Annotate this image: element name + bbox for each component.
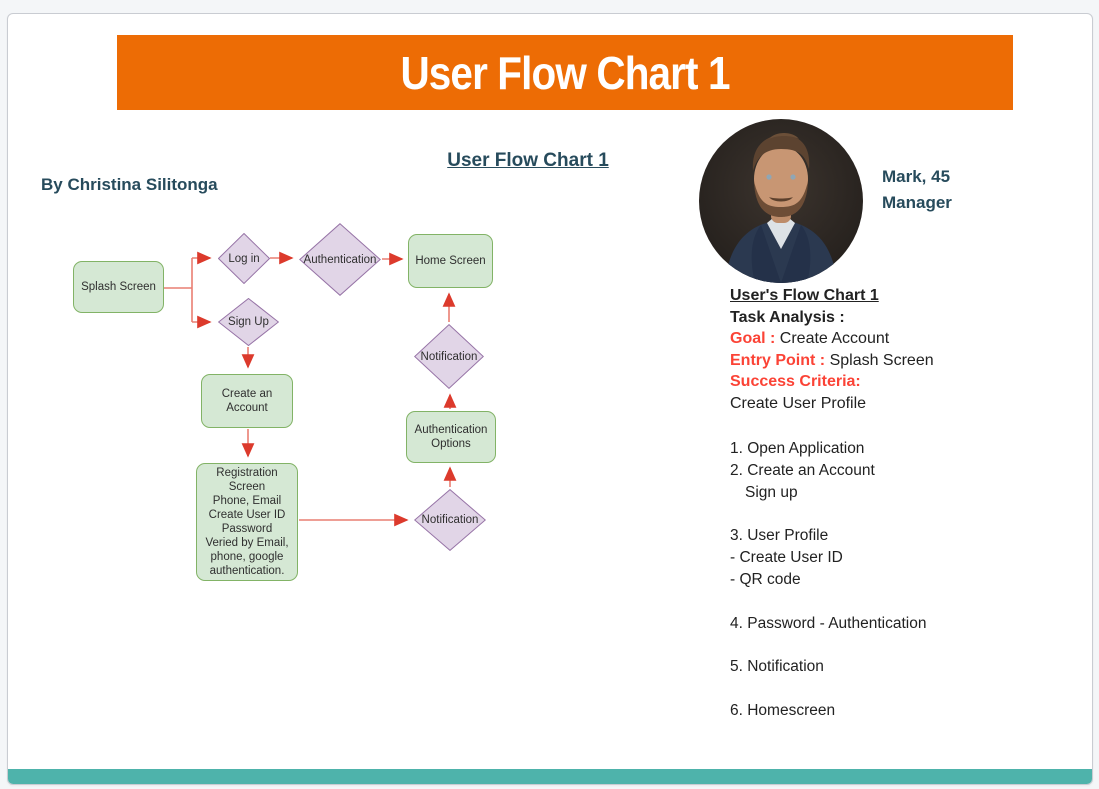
node-authentication-options: Authentication Options xyxy=(406,411,496,463)
task-step: - QR code xyxy=(730,571,801,588)
success-criteria-value: Create User Profile xyxy=(730,394,867,412)
persona-name-block: Mark, 45 Manager xyxy=(882,164,952,216)
task-analysis-block: User's Flow Chart 1 Task Analysis : Goal… xyxy=(730,285,1050,414)
node-notification-bottom-label: Notification xyxy=(421,514,479,526)
node-create-account: Create an Account xyxy=(201,374,293,428)
task-step: 6. Homescreen xyxy=(730,702,836,719)
title-banner: User Flow Chart 1 xyxy=(117,35,1013,110)
diamond-shape xyxy=(218,233,270,284)
task-step: 2. Create an Account xyxy=(730,462,875,479)
task-step: 1. Open Application xyxy=(730,440,865,457)
goal-value: Create Account xyxy=(779,330,890,347)
node-notification-top: Notification xyxy=(414,324,484,389)
analysis-title: User's Flow Chart 1 xyxy=(730,287,879,304)
entry-point-line: Entry Point : Splash Screen xyxy=(730,350,1050,372)
node-sign-up-label: Sign Up xyxy=(228,316,269,328)
node-notification-bottom: Notification xyxy=(414,489,486,551)
node-splash-screen: Splash Screen xyxy=(73,261,164,313)
entry-point-value: Splash Screen xyxy=(829,351,934,369)
diamond-shape xyxy=(299,223,381,296)
node-authentication-label: Authentication xyxy=(303,253,377,266)
node-home-screen: Home Screen xyxy=(408,234,493,288)
task-steps-list: 1. Open Application 2. Create an Account… xyxy=(730,438,1060,722)
persona-name-age: Mark, 45 xyxy=(882,167,951,186)
diamond-shape xyxy=(414,324,484,389)
entry-point-label: Entry Point : xyxy=(730,351,826,369)
footer-accent-bar xyxy=(8,769,1092,784)
node-registration-screen: Registration Screen Phone, Email Create … xyxy=(196,463,298,581)
flow-arrows xyxy=(164,251,457,527)
node-notification-top-label: Notification xyxy=(420,350,478,363)
task-analysis-label: Task Analysis : xyxy=(730,308,845,326)
diamond-shape xyxy=(414,489,486,551)
diamond-shape xyxy=(218,298,279,346)
node-log-in-label: Log in xyxy=(228,252,260,265)
user-flow-diagram: Splash Screen Home Screen Create an Acco… xyxy=(8,14,608,654)
chart-subtitle: User Flow Chart 1 xyxy=(447,150,609,171)
banner-title: User Flow Chart 1 xyxy=(400,46,730,99)
node-authentication: Authentication xyxy=(299,223,381,296)
task-step: Sign up xyxy=(745,484,798,501)
success-criteria-label: Success Criteria: xyxy=(730,373,861,390)
task-step: 4. Password - Authentication xyxy=(730,615,927,632)
goal-label: Goal : xyxy=(730,330,776,347)
persona-role: Manager xyxy=(882,193,952,212)
node-sign-up: Sign Up xyxy=(218,298,279,346)
node-log-in: Log in xyxy=(218,233,270,284)
author-byline: By Christina Silitonga xyxy=(41,175,218,194)
task-step: 3. User Profile xyxy=(730,527,829,544)
task-step: 5. Notification xyxy=(730,658,824,675)
task-step: - Create User ID xyxy=(730,549,843,566)
persona-photo xyxy=(699,119,863,283)
goal-line: Goal : Create Account xyxy=(730,328,1050,350)
persona-portrait-illustration xyxy=(699,119,863,283)
presentation-slide: User Flow Chart 1 User Flow Chart 1 By C… xyxy=(7,13,1093,785)
